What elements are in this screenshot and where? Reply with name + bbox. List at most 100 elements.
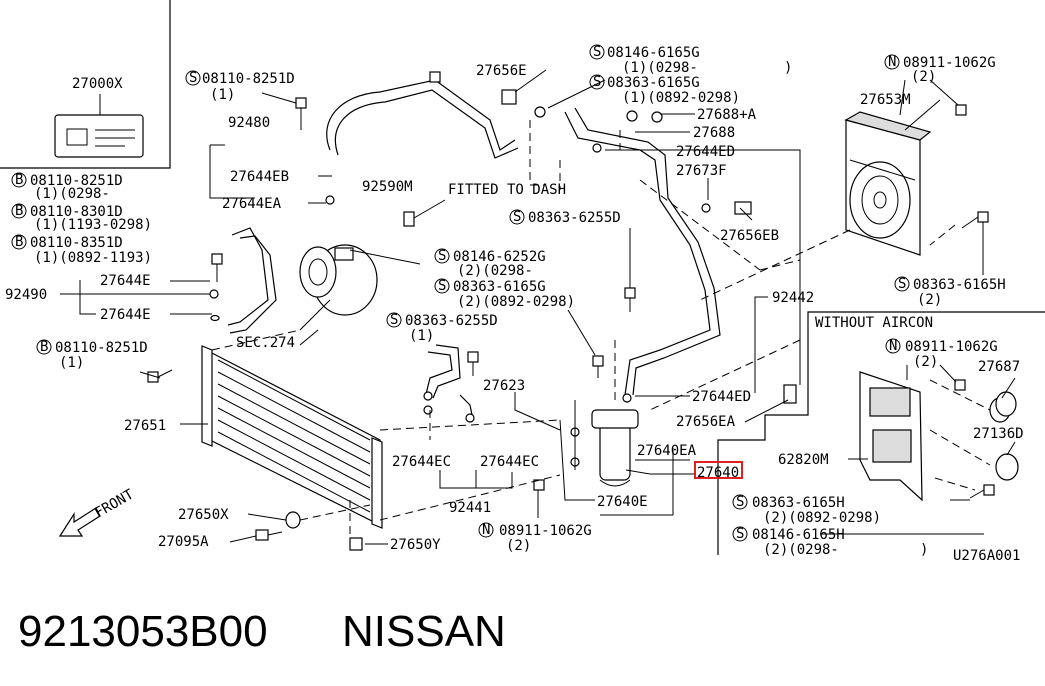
label-08146-6165h: 08146-6165H [752,527,845,543]
circle-marker-n [884,54,900,70]
label-27644ed-low: 27644ED [692,389,751,405]
symbol-s: S [736,494,744,510]
leader-lines [60,69,1016,545]
label-08146-6165h-sub: (2)(0298- [763,542,839,558]
label-27095a: 27095A [158,534,209,550]
label-27136d: 27136D [973,426,1024,442]
circle-marker-b [11,234,27,250]
label-08911-1062g-low-qty: (2) [506,538,531,554]
front-arrow: FRONT [58,486,137,537]
circle-marker-n [885,338,901,354]
paren-close: ) [784,60,792,76]
label-27000x: 27000X [72,76,123,92]
label-27640: 27640 [697,465,739,481]
frame-lines [0,0,1045,555]
paren-close: ) [920,542,928,558]
symbol-s: S [438,278,446,294]
hardware [147,71,995,551]
symbol-s: S [898,276,906,292]
label-08911-1062g-low: 08911-1062G [499,523,592,539]
label-27688: 27688 [693,125,735,141]
label-92442: 92442 [772,290,814,306]
symbol-s: S [736,526,744,542]
label-27644ec-b: 27644EC [480,454,539,470]
label-27656e: 27656E [476,63,527,79]
circle-marker-b [36,339,52,355]
circle-marker-s [732,494,748,510]
label-27673f: 27673F [676,163,727,179]
label-sec274: SEC.274 [236,335,295,351]
label-08911-1062g-right-qty: (2) [913,354,938,370]
label-27656eb: 27656EB [720,228,779,244]
label-08363-6165g-mid: 08363-6165G [453,279,546,295]
label-08363-6255d-low-qty: (1) [409,328,434,344]
label-27651: 27651 [124,418,166,434]
label-08363-6165h-low-sub: (2)(0892-0298) [763,510,881,526]
label-27640e: 27640E [597,494,648,510]
label-27688a: 27688+A [697,107,757,123]
label-27644eb: 27644EB [230,169,289,185]
label-08911-1062g-top: 08911-1062G [903,55,996,71]
circle-marker-s [509,209,525,225]
symbol-s: S [513,209,521,225]
circle-marker-s [386,312,402,328]
label-92590m: 92590M [362,179,413,195]
compressor [299,244,378,331]
fan-assembly [844,111,932,256]
symbol-b: B [15,172,23,188]
label-08363-6165g-mid-sub: (2)(0892-0298) [457,294,575,310]
circle-marker-s [434,278,450,294]
symbol-n: N [889,338,897,354]
symbol-s: S [438,248,446,264]
circle-marker-s [434,248,450,264]
symbol-n: N [888,54,896,70]
condenser [201,345,383,529]
label-08911-1062g-top-qty: (2) [911,69,936,85]
label-u276a001: U276A001 [953,548,1020,564]
label-92480: 92480 [228,115,270,131]
label-b-08110-8351d-sub: (1)(0892-1193) [34,250,152,266]
label-08110-8251d-top-qty: (1) [210,87,235,103]
label-08146-6252g-sub: (2)(0298- [457,263,533,279]
label-b-08110-8251d-low: 08110-8251D [55,340,148,356]
label-27656ea: 27656EA [676,414,736,430]
label-b-08110-8301d: 08110-8301D [30,204,123,220]
label-08363-6165h-low: 08363-6165H [752,495,845,511]
label-08911-1062g-right: 08911-1062G [905,339,998,355]
dashed-lines [211,120,991,540]
circle-marker-s [732,526,748,542]
label-b-08110-8251d: 08110-8251D [30,173,123,189]
label-front: FRONT [92,486,137,521]
label-08363-6165h-right-qty: (2) [917,292,942,308]
label-b-08110-8301d-sub: (1)(1193-0298) [34,217,152,233]
circle-marker-b [11,203,27,219]
symbol-b: B [15,234,23,250]
label-27644ec-a: 27644EC [392,454,451,470]
label-08363-6255d-low: 08363-6255D [405,313,498,329]
symbol-s: S [593,44,601,60]
label-92441: 92441 [449,500,491,516]
brand-name: NISSAN [342,607,506,656]
label-b-08110-8251d-sub: (1)(0298- [34,186,110,202]
symbol-b: B [40,339,48,355]
label-27650x: 27650X [178,507,229,523]
circle-marker-b [11,172,27,188]
footer: 9213053B00 NISSAN [18,607,506,656]
label-62820m: 62820M [778,452,829,468]
label-27650y: 27650Y [390,537,441,553]
label-08363-6165h-right: 08363-6165H [913,277,1006,293]
callout-labels: 27000X S 08110-8251D (1) 92480 B 08110-8… [5,44,1024,564]
part-number: 9213053B00 [18,607,268,656]
label-27653m: 27653M [860,92,911,108]
label-27623: 27623 [483,378,525,394]
circle-marker-s [589,44,605,60]
label-27644ea: 27644EA [222,196,282,212]
label-08363-6165g-top-sub: (1)(0892-0298) [622,90,740,106]
label-08146-6165g: 08146-6165G [607,45,700,61]
air-guide [859,371,923,502]
symbol-b: B [15,203,23,219]
label-08363-6165g-top: 08363-6165G [607,75,700,91]
circle-marker-s [185,70,201,86]
label-08146-6252g: 08146-6252G [453,249,546,265]
